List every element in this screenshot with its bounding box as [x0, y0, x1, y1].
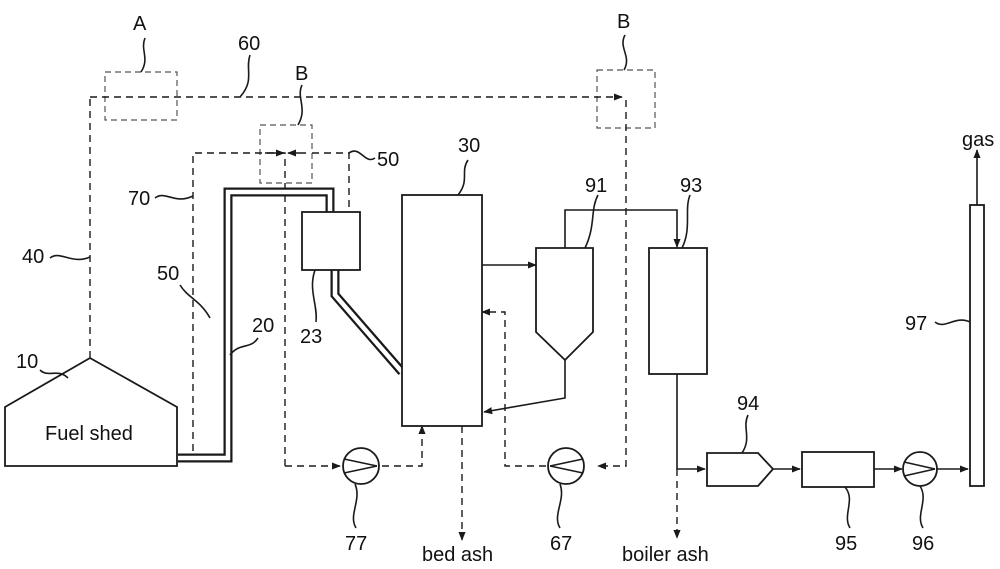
line-67-return	[598, 100, 626, 466]
leader-30	[458, 160, 468, 195]
boiler-to-94	[677, 374, 705, 469]
label-b-right: B	[617, 11, 630, 33]
leader-50-left	[180, 285, 210, 318]
label-30: 30	[458, 135, 480, 157]
label-a: A	[133, 13, 147, 35]
label-95: 95	[835, 533, 857, 555]
leader-50-top	[349, 151, 375, 159]
label-50-left: 50	[157, 263, 179, 285]
fan-77	[343, 448, 379, 484]
label-67: 67	[550, 533, 572, 555]
line-70	[193, 153, 285, 466]
label-91: 91	[585, 175, 607, 197]
fuel-shed	[5, 358, 177, 466]
leader-a	[141, 38, 145, 72]
label-10: 10	[16, 351, 38, 373]
leader-70	[155, 196, 193, 199]
label-93: 93	[680, 175, 702, 197]
fan-96	[903, 452, 937, 486]
cyclone-to-93	[565, 210, 677, 248]
fuel-shed-label: Fuel shed	[45, 423, 133, 445]
label-94: 94	[737, 393, 759, 415]
unit-94	[707, 453, 773, 486]
unit-95	[802, 452, 874, 487]
auxiliary-box-b-mid	[260, 125, 312, 183]
label-96: 96	[912, 533, 934, 555]
line-77-out	[382, 426, 422, 466]
leader-b-right	[623, 35, 627, 70]
hopper-23	[302, 212, 360, 270]
leader-95	[845, 487, 850, 528]
leader-40	[50, 256, 90, 260]
label-20: 20	[252, 315, 274, 337]
label-77: 77	[345, 533, 367, 555]
leader-20	[230, 338, 258, 355]
leader-94	[742, 415, 748, 453]
label-b-mid: B	[295, 63, 308, 85]
label-60: 60	[238, 33, 260, 55]
furnace-30	[402, 195, 482, 426]
label-23: 23	[300, 326, 322, 348]
label-70: 70	[128, 188, 150, 210]
leader-67	[557, 484, 561, 528]
auxiliary-box-b-right	[597, 70, 655, 128]
stack-97	[970, 205, 984, 486]
fan-67	[548, 448, 584, 484]
leader-b-mid	[298, 85, 302, 125]
leader-97	[935, 320, 970, 324]
label-boiler-ash: boiler ash	[622, 544, 709, 566]
label-gas: gas	[962, 129, 994, 151]
leader-77	[353, 484, 357, 528]
cyclone-return	[484, 360, 565, 412]
label-bed-ash: bed ash	[422, 544, 493, 566]
label-40: 40	[22, 246, 44, 268]
cyclone-91	[536, 248, 593, 360]
auxiliary-box-a	[105, 72, 177, 120]
boiler-93	[649, 248, 707, 374]
label-97: 97	[905, 313, 927, 335]
feeder-pipe	[335, 270, 402, 372]
leader-23	[312, 270, 316, 322]
line-67-out	[482, 312, 546, 466]
leader-60	[240, 55, 250, 97]
leader-93	[682, 195, 690, 248]
label-50-top: 50	[377, 149, 399, 171]
leader-96	[920, 486, 923, 528]
leader-91	[585, 195, 598, 248]
